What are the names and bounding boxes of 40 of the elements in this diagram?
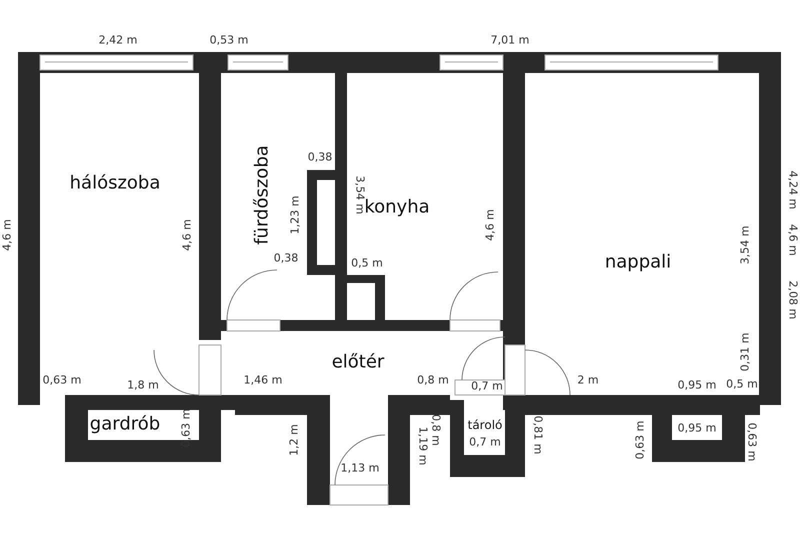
dimension-label: 0,81 m — [532, 416, 544, 454]
dimension-label: 1,13 m — [340, 462, 380, 474]
dimension-label: 0,63 m — [746, 422, 758, 462]
dimension-label: 4,24 m — [786, 170, 800, 210]
dimension-label: 0,95 m — [678, 378, 716, 392]
dimension-label: 0,38 — [308, 150, 332, 164]
dimension-label: 3,54 m — [738, 226, 752, 264]
room-label: gardrób — [90, 414, 160, 434]
dimension-label: 7,01 m — [490, 34, 530, 46]
dimension-label: 0,63 m — [42, 374, 82, 386]
dimension-label: 0,31 m — [738, 332, 752, 372]
dimension-label: 0,5 m — [351, 256, 383, 270]
dimension-label: 1,8 m — [127, 378, 159, 392]
dimension-label: 0,63 m — [634, 420, 646, 460]
dimension-label: 0,38 — [274, 252, 298, 264]
dimension-label: 2,08 m — [786, 280, 800, 320]
dimension-label: 0,8 m — [430, 414, 442, 446]
dimension-label: 2 m — [577, 374, 599, 386]
room-label: fürdőszoba — [252, 145, 272, 245]
dimension-label: 1,46 m — [244, 374, 282, 386]
dimension-label: 4,6 m — [0, 219, 14, 251]
dimension-label: 0,5 m — [726, 378, 758, 390]
dimension-label: 0,53 m — [210, 34, 248, 46]
dimension-label: 0,7 m — [471, 380, 503, 392]
dimension-label: 2,42 m — [98, 34, 138, 46]
dimension-label: 0,8 m — [417, 374, 449, 386]
room-label: tároló — [468, 418, 502, 432]
room-label: nappali — [604, 252, 672, 272]
dimension-label: 1,2 m — [288, 424, 300, 456]
dimension-label: 0,7 m — [469, 436, 501, 448]
dimension-label: 1,19 m — [416, 426, 430, 466]
dimension-label: 4,6 m — [484, 209, 496, 241]
room-label: előtér — [332, 352, 384, 372]
dimension-label: 3,54 m — [354, 176, 366, 214]
dimension-label: 1,23 m — [288, 196, 302, 234]
dimension-label: 4,6 m — [180, 219, 194, 251]
dimension-label: 0,95 m — [678, 422, 716, 434]
room-label: konyha — [364, 196, 430, 218]
dimension-label: 4,6 m — [786, 224, 800, 256]
room-label: hálószoba — [70, 172, 160, 194]
